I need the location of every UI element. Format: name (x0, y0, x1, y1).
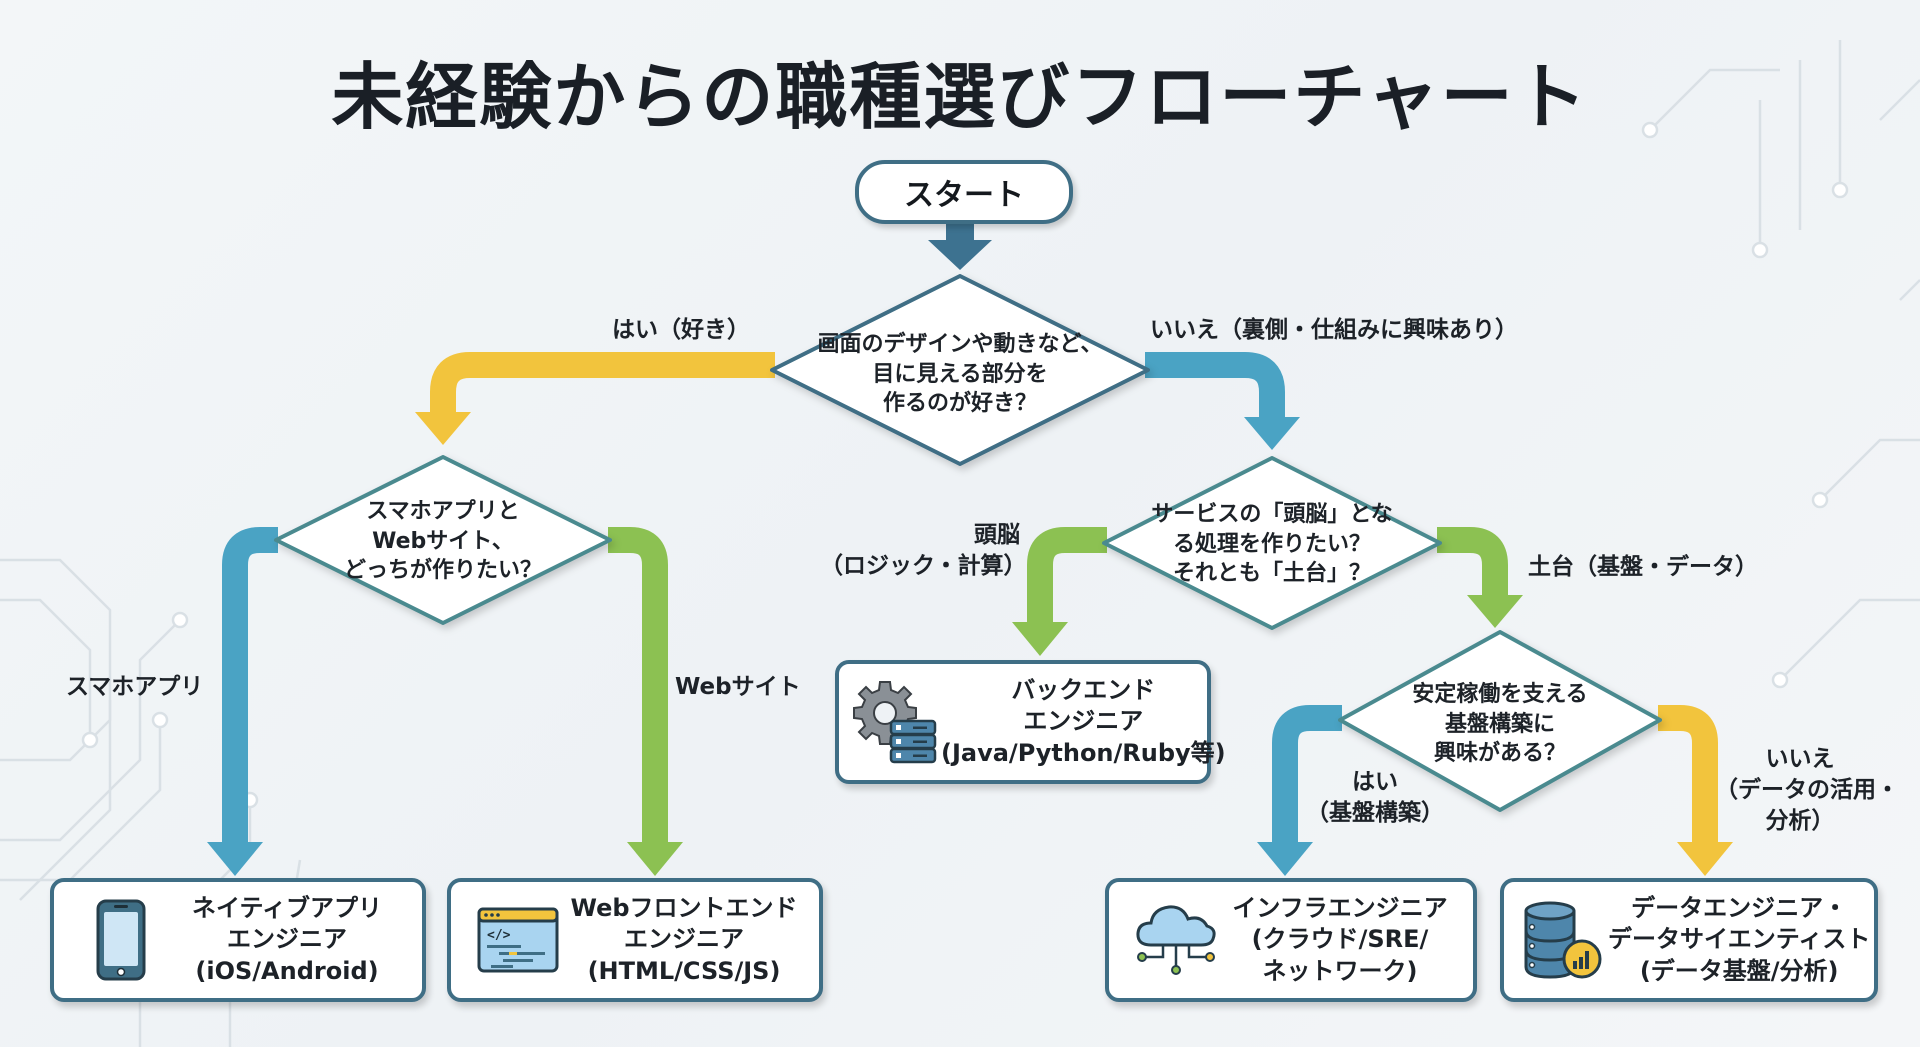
branch-label-q2-app: スマホアプリ (66, 674, 204, 700)
result-data-line: データエンジニア・ (1631, 894, 1848, 923)
decision-q4-line: 安定稼働を支える (1412, 682, 1588, 707)
result-web-line: エンジニア (624, 925, 744, 954)
result-web-line: Webフロントエンド (570, 894, 798, 923)
decision-q3[interactable]: サービスの「頭脳」とな る処理を作りたい？ それとも「土台」？ (1104, 500, 1440, 589)
start-node[interactable]: スタート (855, 160, 1073, 224)
decision-q2-line: Webサイト、 (372, 528, 514, 554)
branch-label-q4-no-line: （データの活用・ (1715, 777, 1899, 804)
result-web-line: (HTML/CSS/JS) (587, 956, 781, 985)
svg-text:</>: </> (487, 928, 511, 943)
branch-label-q3-brain-line: 頭脳 (974, 522, 1020, 548)
decision-q2[interactable]: スマホアプリと Webサイト、 どっちが作りたい？ (276, 497, 610, 586)
path-q1-no (1145, 352, 1300, 450)
result-native-line: ネイティブアプリ (191, 894, 383, 923)
result-infra-engineer[interactable]: インフラエンジニア (クラウド/SRE/ ネットワーク) (1105, 878, 1477, 1002)
decision-q1-line: 作るのが好き？ (882, 391, 1037, 417)
decision-q4-shape (1338, 630, 1662, 812)
decision-q3-line: る処理を作りたい？ (1172, 531, 1371, 557)
branch-label-q4-yes-line: （基盤構築） (1306, 800, 1444, 827)
result-native-app-engineer[interactable]: ネイティブアプリ エンジニア (iOS/Android) (50, 878, 426, 1002)
decision-q3-line: それとも「土台」？ (1172, 561, 1371, 587)
branch-label-q4-no-line: 分析） (1765, 808, 1835, 835)
path-q3-brain (1012, 527, 1107, 656)
decision-q3-shape (1102, 456, 1442, 630)
path-q4-yes (1257, 705, 1342, 876)
decision-q1-line: 目に見える部分を (872, 361, 1048, 387)
decision-q1-line: 画面のデザインや動きなど、 (817, 332, 1103, 357)
result-data-line: (データ基盤/分析) (1639, 956, 1839, 985)
start-arrow (928, 218, 992, 270)
result-backend-engineer[interactable]: バックエンド エンジニア (Java/Python/Ruby等) (835, 660, 1226, 784)
result-native-line: (iOS/Android) (195, 956, 379, 985)
path-q2-web (608, 527, 683, 876)
branch-label-q2-web: Webサイト (675, 674, 801, 700)
decision-q2-line: どっちが作りたい？ (343, 558, 542, 584)
decision-q1-shape (770, 274, 1150, 466)
result-backend-line: エンジニア (1023, 707, 1144, 736)
branch-label-q3-brain: 頭脳 （ロジック・計算） (820, 520, 1027, 582)
result-data-line: データサイエンティスト (1608, 925, 1871, 954)
decision-q1[interactable]: 画面のデザインや動きなど、 目に見える部分を 作るのが好き？ (772, 330, 1148, 419)
result-infra-line: ネットワーク) (1262, 956, 1418, 985)
result-infra-line: インフラエンジニア (1232, 894, 1448, 923)
path-q2-app (207, 527, 278, 876)
result-infra-line: (クラウド/SRE/ (1251, 925, 1429, 954)
branch-label-q1-yes: はい（好き） (612, 317, 750, 343)
decision-q4-line: 興味がある？ (1433, 741, 1566, 767)
branch-label-q3-base: 土台（基盤・データ） (1528, 554, 1758, 580)
branch-label-q4-no: いいえ （データの活用・ 分析） (1715, 744, 1899, 837)
result-web-frontend-engineer[interactable]: </> Webフロントエンド エンジニア (HTML/CSS/JS) (447, 878, 823, 1002)
path-q3-base (1437, 527, 1523, 628)
code-window-icon: </> (477, 907, 559, 973)
branch-label-q4-yes-line: はい (1352, 769, 1398, 795)
decision-q3-line: サービスの「頭脳」とな (1151, 502, 1393, 527)
result-backend-line: (Java/Python/Ruby等) (941, 738, 1226, 767)
result-data-engineer-scientist[interactable]: データエンジニア・ データサイエンティスト (データ基盤/分析) (1500, 878, 1878, 1002)
branch-label-q4-no-line: いいえ (1765, 746, 1835, 772)
cloud-network-icon (1136, 905, 1216, 975)
path-q1-yes (415, 352, 775, 445)
path-q4-no (1658, 705, 1733, 876)
decision-q2-line: スマホアプリと (366, 499, 520, 524)
gear-server-icon (853, 681, 937, 764)
start-label: スタート (904, 178, 1024, 213)
database-chart-icon (1524, 901, 1602, 979)
decision-q2-shape (274, 455, 612, 625)
result-backend-line: バックエンド (1011, 676, 1156, 705)
decision-q4[interactable]: 安定稼働を支える 基盤構築に 興味がある？ (1340, 680, 1660, 769)
page-title: 未経験からの職種選びフローチャート (331, 55, 1589, 139)
smartphone-icon (96, 899, 146, 981)
branch-label-q4-yes: はい （基盤構築） (1300, 767, 1450, 829)
branch-label-q1-no: いいえ（裏側・仕組みに興味あり） (1150, 317, 1518, 343)
decision-q4-line: 基盤構築に (1444, 711, 1555, 737)
branch-label-q3-brain-line: （ロジック・計算） (820, 553, 1027, 580)
result-native-line: エンジニア (227, 925, 347, 954)
